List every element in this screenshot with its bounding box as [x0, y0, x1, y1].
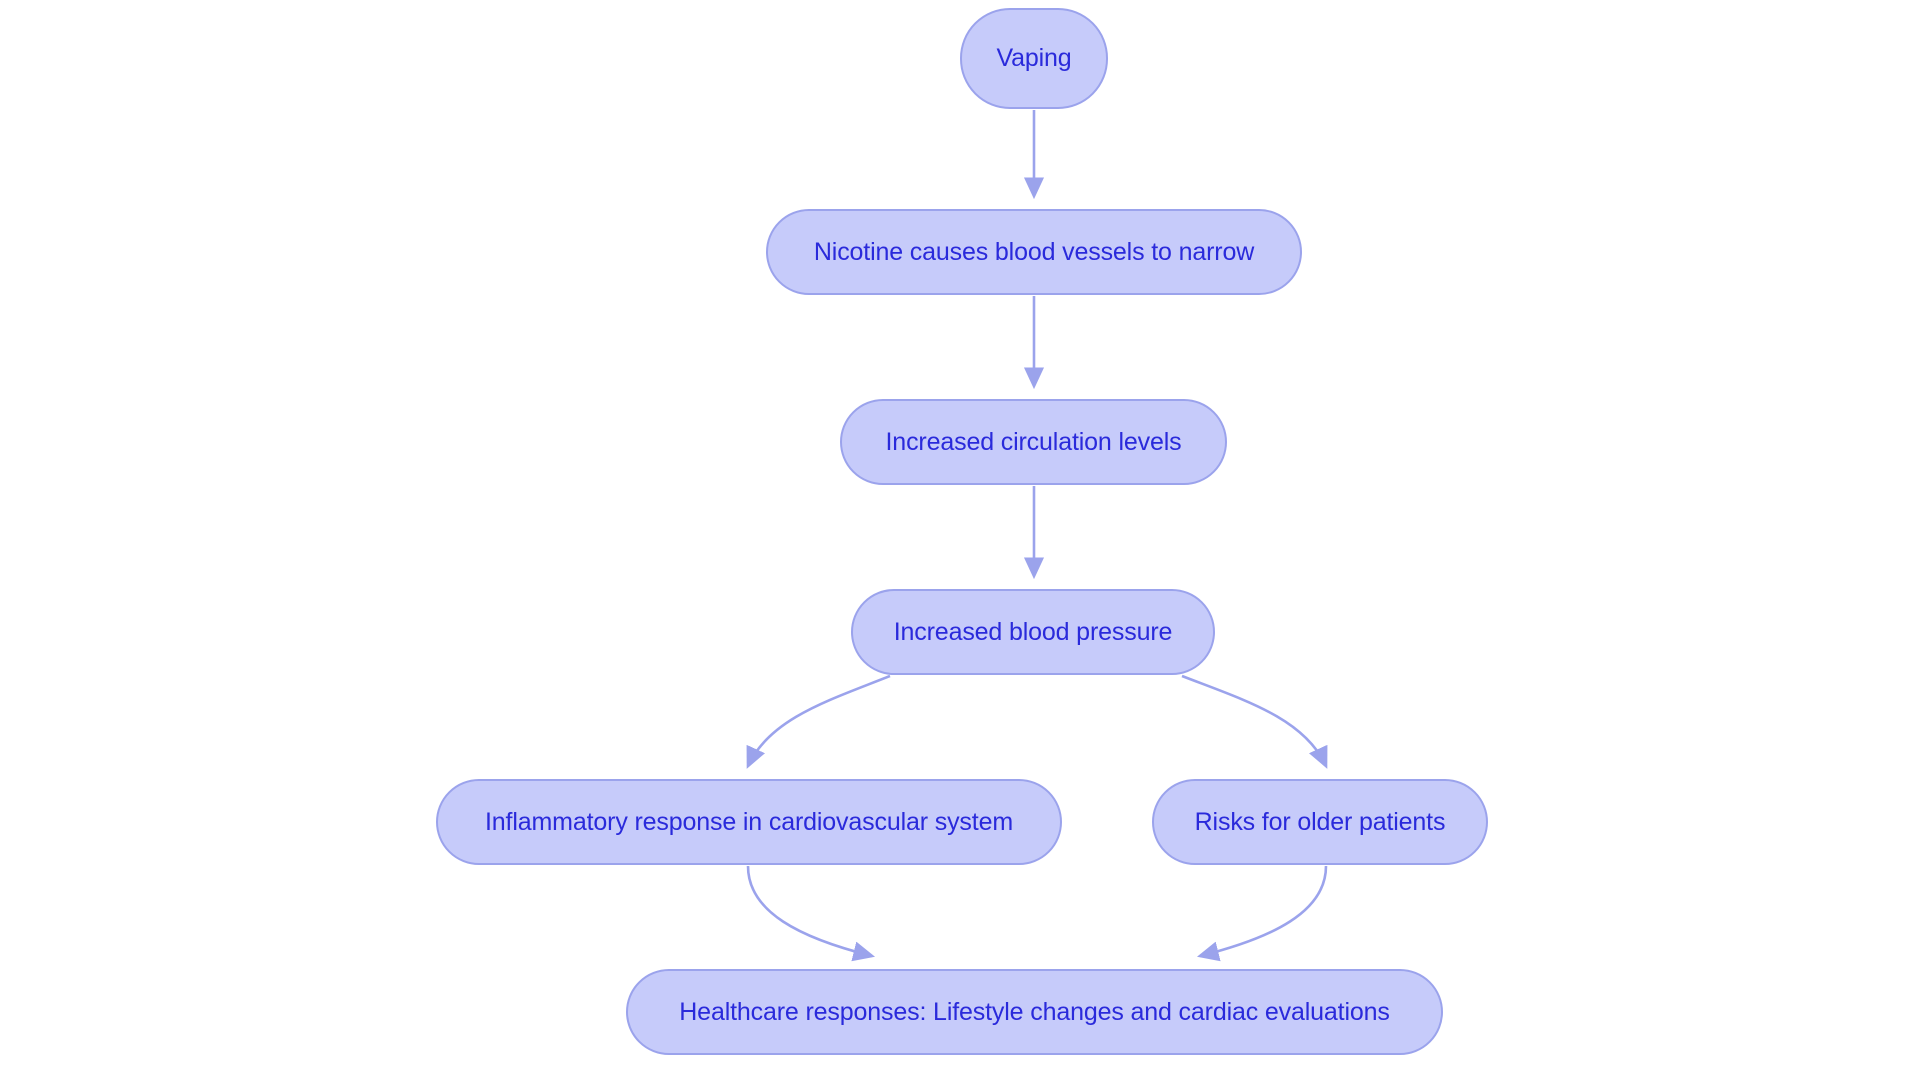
node-increased-circulation[interactable]: Increased circulation levels: [840, 399, 1227, 485]
node-inflammatory-response[interactable]: Inflammatory response in cardiovascular …: [436, 779, 1062, 865]
node-increased-blood-pressure-label: Increased blood pressure: [893, 617, 1173, 646]
node-healthcare-responses-label: Healthcare responses: Lifestyle changes …: [679, 997, 1390, 1026]
edge-pressure-to-inflammation: [746, 674, 891, 769]
node-nicotine-narrowing-label: Nicotine causes blood vessels to narrow: [813, 237, 1255, 266]
node-healthcare-responses[interactable]: Healthcare responses: Lifestyle changes …: [626, 969, 1443, 1055]
node-risks-older-patients-label: Risks for older patients: [1194, 807, 1446, 836]
node-vaping-label: Vaping: [996, 44, 1072, 72]
node-increased-circulation-label: Increased circulation levels: [885, 427, 1182, 456]
node-nicotine-narrowing[interactable]: Nicotine causes blood vessels to narrow: [766, 209, 1302, 295]
edge-pressure-to-older: [1181, 674, 1328, 769]
node-vaping[interactable]: Vaping: [960, 8, 1108, 109]
edge-older-to-healthcare: [1196, 865, 1328, 962]
node-inflammatory-response-label: Inflammatory response in cardiovascular …: [484, 807, 1014, 836]
node-risks-older-patients[interactable]: Risks for older patients: [1152, 779, 1488, 865]
edge-inflammation-to-healthcare: [746, 865, 876, 962]
node-increased-blood-pressure[interactable]: Increased blood pressure: [851, 589, 1215, 675]
